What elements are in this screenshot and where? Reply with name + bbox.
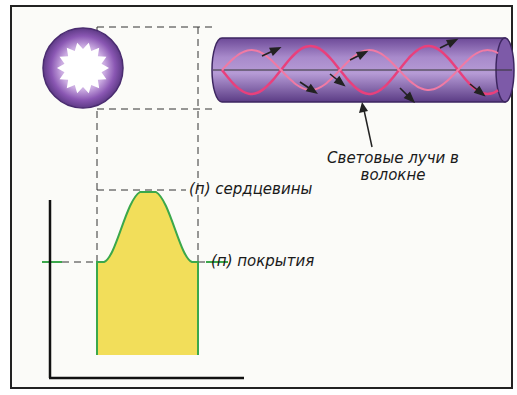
index-label: (п) покрытия: [211, 253, 314, 270]
graph-axes: [49, 200, 244, 378]
fiber-cylinder: [212, 38, 514, 102]
index-profile: [42, 192, 228, 355]
index-label: (п) сердцевины: [189, 181, 312, 198]
caption-label: Световые лучи в волокне: [318, 150, 468, 184]
fiber-cross-section: [43, 28, 123, 108]
frame: [11, 6, 512, 388]
leader-arrow: [359, 102, 372, 147]
